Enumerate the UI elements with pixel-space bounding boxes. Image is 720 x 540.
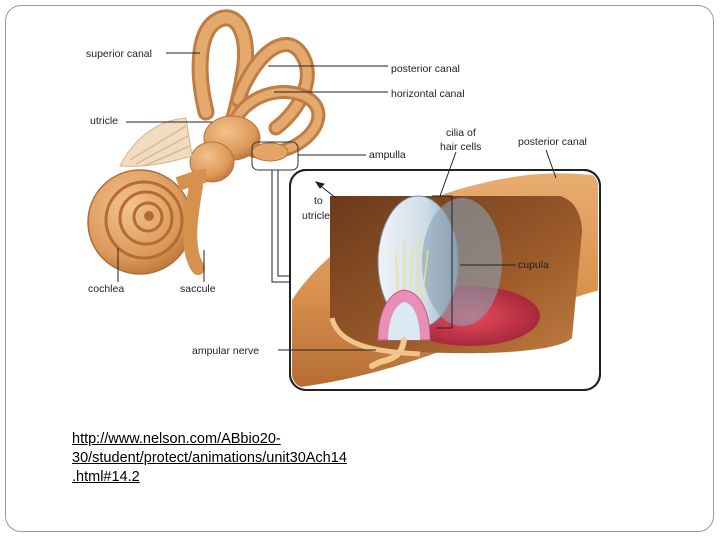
- label-utricle: utricle: [90, 115, 118, 127]
- cochlea: [87, 117, 207, 275]
- ampulla-highlight-box: [251, 141, 299, 171]
- label-cupula: cupula: [518, 259, 549, 271]
- label-saccule: saccule: [180, 283, 216, 295]
- label-ampulla: ampulla: [369, 149, 406, 161]
- leader-lines: [117, 52, 557, 351]
- source-link[interactable]: http://www.nelson.com/ABbio20- 30/studen…: [72, 430, 422, 487]
- label-posterior-canal-right: posterior canal: [518, 136, 587, 148]
- label-to-utricle-line2: utricle: [302, 210, 330, 222]
- vestibule: [189, 115, 299, 183]
- source-link-line1: http://www.nelson.com/ABbio20-: [72, 431, 281, 447]
- label-cochlea: cochlea: [88, 283, 124, 295]
- label-superior-canal: superior canal: [86, 48, 152, 60]
- label-horizontal-canal: horizontal canal: [391, 88, 465, 100]
- ampulla-inset: [289, 169, 601, 391]
- label-posterior-canal-top: posterior canal: [391, 63, 460, 75]
- label-cilia-line2: hair cells: [440, 141, 481, 153]
- label-cilia-line1: cilia of: [446, 127, 476, 139]
- source-link-line2: 30/student/protect/animations/unit30Ach1…: [72, 450, 347, 466]
- source-link-line3: .html#14.2: [72, 469, 140, 485]
- label-ampular-nerve: ampular nerve: [192, 345, 259, 357]
- label-to-utricle-line1: to: [314, 195, 323, 207]
